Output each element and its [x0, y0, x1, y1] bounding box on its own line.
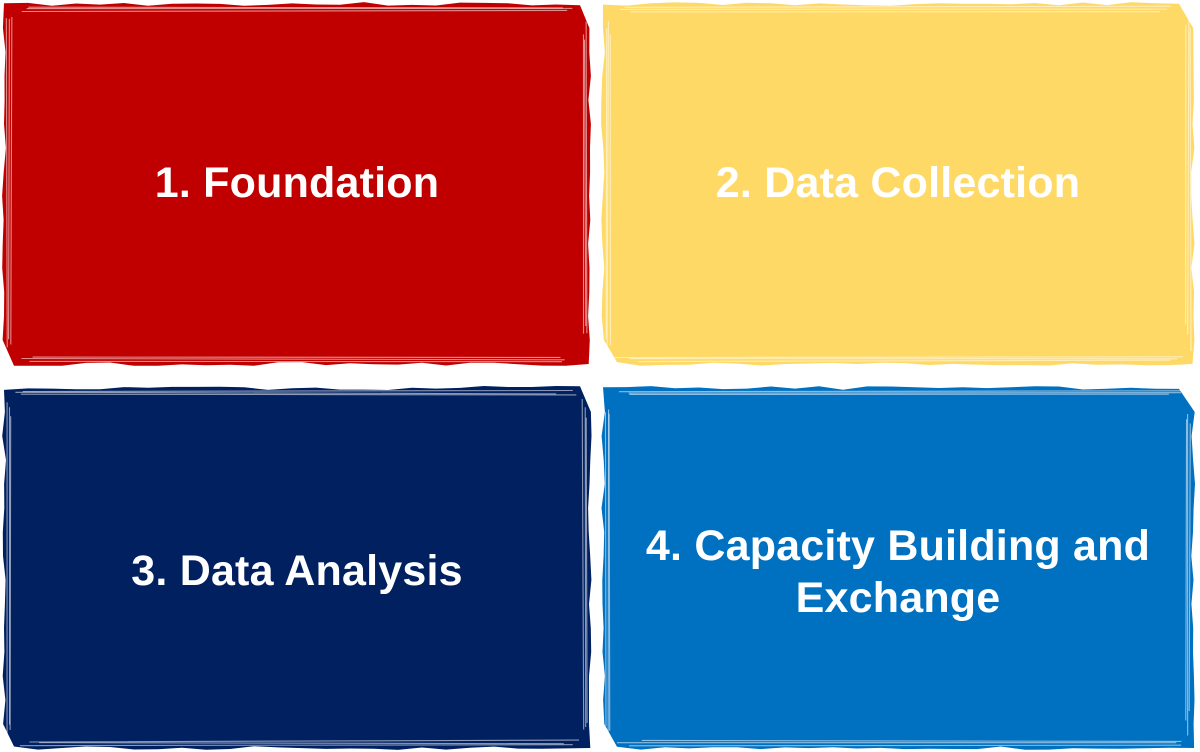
sketch-edge-stroke — [5, 6, 588, 363]
quadrant-capacity-building-label: 4. Capacity Building and Exchange — [645, 522, 1151, 622]
quadrant-fill — [2, 2, 591, 366]
quadrant-data-collection-shape — [601, 2, 1195, 366]
quadrant-data-analysis: 3. Data Analysis — [2, 386, 592, 750]
quadrant-capacity-building-shape — [601, 386, 1195, 750]
quadrant-data-collection-label: 2. Data Collection — [715, 159, 1081, 208]
quadrant-data-analysis-label: 3. Data Analysis — [131, 547, 463, 596]
sketch-edge-stroke — [6, 389, 588, 747]
sketch-edge-stroke — [8, 391, 587, 745]
sketch-edge-stroke — [9, 393, 585, 743]
quadrant-foundation: 1. Foundation — [2, 2, 591, 366]
quadrant-fill — [601, 2, 1195, 366]
sketch-edge-stroke — [609, 11, 1187, 359]
sketch-edge-stroke — [607, 392, 1189, 744]
quadrant-data-analysis-shape — [2, 386, 592, 750]
sketch-edge-stroke — [10, 9, 585, 358]
sketch-edge-stroke — [608, 393, 1188, 742]
sketch-edge-stroke — [604, 390, 1191, 747]
quadrant-capacity-building: 4. Capacity Building and Exchange — [601, 386, 1195, 750]
quadrant-foundation-shape — [2, 2, 591, 366]
quadrant-fill — [2, 386, 592, 750]
quadrant-data-collection: 2. Data Collection — [601, 2, 1195, 366]
sketch-edge-stroke — [605, 5, 1192, 363]
quadrant-fill — [601, 386, 1195, 750]
quadrant-foundation-label: 1. Foundation — [154, 159, 440, 208]
sketch-edge-stroke — [8, 7, 587, 361]
sketch-edge-stroke — [606, 8, 1190, 360]
